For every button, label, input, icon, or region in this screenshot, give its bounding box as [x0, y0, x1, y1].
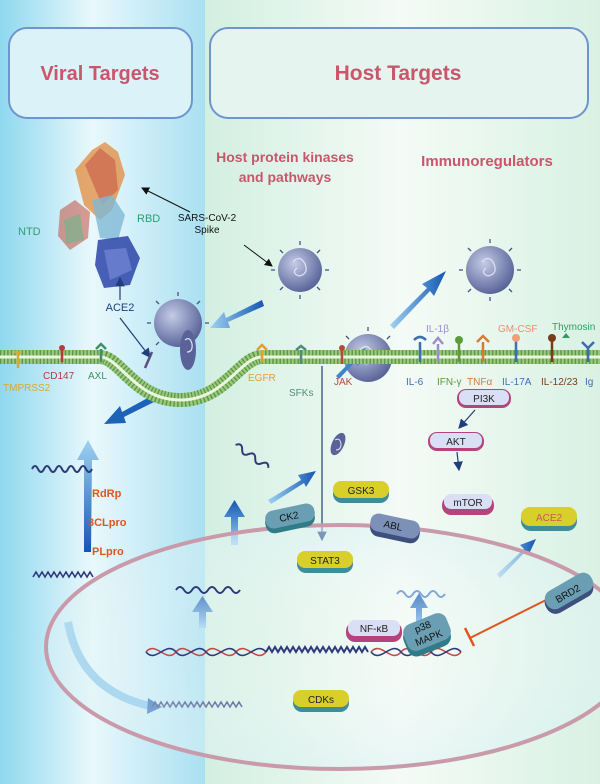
spike-pointer-arrow	[141, 187, 191, 213]
nfkb-box: NF-κB	[346, 620, 402, 642]
pi3k-label: PI3K	[473, 394, 495, 405]
cdks-label: CDKs	[308, 695, 334, 706]
membrane-receptors	[14, 333, 595, 369]
brd2-box: BRD2	[544, 572, 594, 614]
egfr-label: EGFR	[248, 373, 276, 384]
p38-mapk-box: p38 MAPK	[403, 613, 451, 657]
viral-mrna	[175, 586, 241, 594]
il1223-label: IL-12/23	[541, 377, 578, 388]
cell-membrane	[0, 350, 600, 408]
stat3-box: STAT3	[297, 551, 353, 573]
ace2-expression-label: ACE2	[536, 513, 563, 524]
viral-targets-title: Viral Targets	[40, 63, 159, 85]
spike-name-line2: Spike	[194, 225, 219, 236]
pi3k-akt-arrow	[458, 409, 476, 429]
abl-box: ABL	[370, 513, 420, 544]
ace2-down-arrow	[119, 317, 151, 358]
tnfa-label: TNFα	[467, 377, 492, 388]
spike-protein-structure	[58, 142, 140, 288]
immunoregulators-heading: Immunoregulators	[421, 153, 553, 170]
akt-mtor-arrow	[453, 451, 463, 472]
nfkb-label: NF-κB	[360, 624, 389, 635]
3clpro-label: 3CLpro	[88, 517, 127, 529]
gsk3-label: GSK3	[348, 486, 375, 497]
tmprss2-label: TMPRSS2	[3, 383, 51, 394]
kinases-heading-line2: and pathways	[239, 169, 332, 185]
ifng-label: IFN-γ	[437, 377, 461, 388]
host-mrna	[396, 590, 446, 598]
il17a-label: IL-17A	[502, 377, 532, 388]
spike-name-line1: SARS-CoV-2	[178, 213, 237, 224]
virus-free	[271, 241, 329, 299]
plpro-label: PLpro	[92, 546, 124, 558]
assembled-virion	[330, 432, 346, 456]
axl-label: AXL	[88, 371, 107, 382]
akt-label: AKT	[446, 437, 465, 448]
kinases-heading-line1: Host protein kinases	[216, 149, 354, 165]
pi3k-box: PI3K	[457, 389, 511, 408]
viral-header-box	[8, 27, 193, 119]
cd147-label: CD147	[43, 371, 75, 382]
gmcsf-label: GM-CSF	[498, 324, 537, 335]
release-rna-arrow	[104, 394, 158, 424]
cytoplasm-rna	[235, 443, 270, 468]
virus-pointer-arrow	[243, 244, 273, 267]
host-targets-title: Host Targets	[335, 62, 462, 85]
exit-arrow	[390, 271, 446, 329]
thymosin-label: Thymosin	[552, 322, 595, 333]
gsk3-box: GSK3	[333, 481, 389, 503]
il1b-label: IL-1β	[426, 324, 449, 335]
mtor-box: mTOR	[442, 494, 494, 515]
viral-rna-strand	[31, 465, 93, 473]
mtor-label: mTOR	[453, 498, 482, 509]
host-header-box	[209, 27, 589, 119]
mrna-export-arrow	[224, 500, 245, 545]
brd2-inhibition-bar	[463, 627, 476, 647]
translation-down-arrow	[77, 440, 99, 552]
ig-label: Ig	[585, 377, 593, 388]
ace2-expression-box: ACE2	[521, 507, 577, 531]
abl-label: ABL	[383, 519, 404, 534]
il6-label: IL-6	[406, 377, 424, 388]
entry-arrow	[210, 300, 264, 328]
virus-released	[459, 239, 521, 301]
rbd-label: RBD	[137, 213, 160, 225]
rdrp-label: RdRp	[92, 488, 122, 500]
jak-label: JAK	[334, 377, 353, 388]
virus-binding	[147, 292, 209, 370]
cdks-box: CDKs	[293, 690, 349, 712]
virion-rna-core	[334, 438, 342, 451]
ace2-receptor-label: ACE2	[106, 302, 135, 314]
sfks-label: SFKs	[289, 388, 313, 399]
ntd-label: NTD	[18, 226, 41, 238]
packaging-arrow	[268, 471, 316, 504]
stat3-label: STAT3	[310, 556, 340, 567]
brd2-inhibition-line	[469, 599, 547, 639]
ck2-box: CK2	[265, 503, 315, 534]
replicated-rna	[32, 570, 94, 579]
ck2-label: CK2	[278, 510, 300, 525]
akt-box: AKT	[428, 432, 484, 451]
